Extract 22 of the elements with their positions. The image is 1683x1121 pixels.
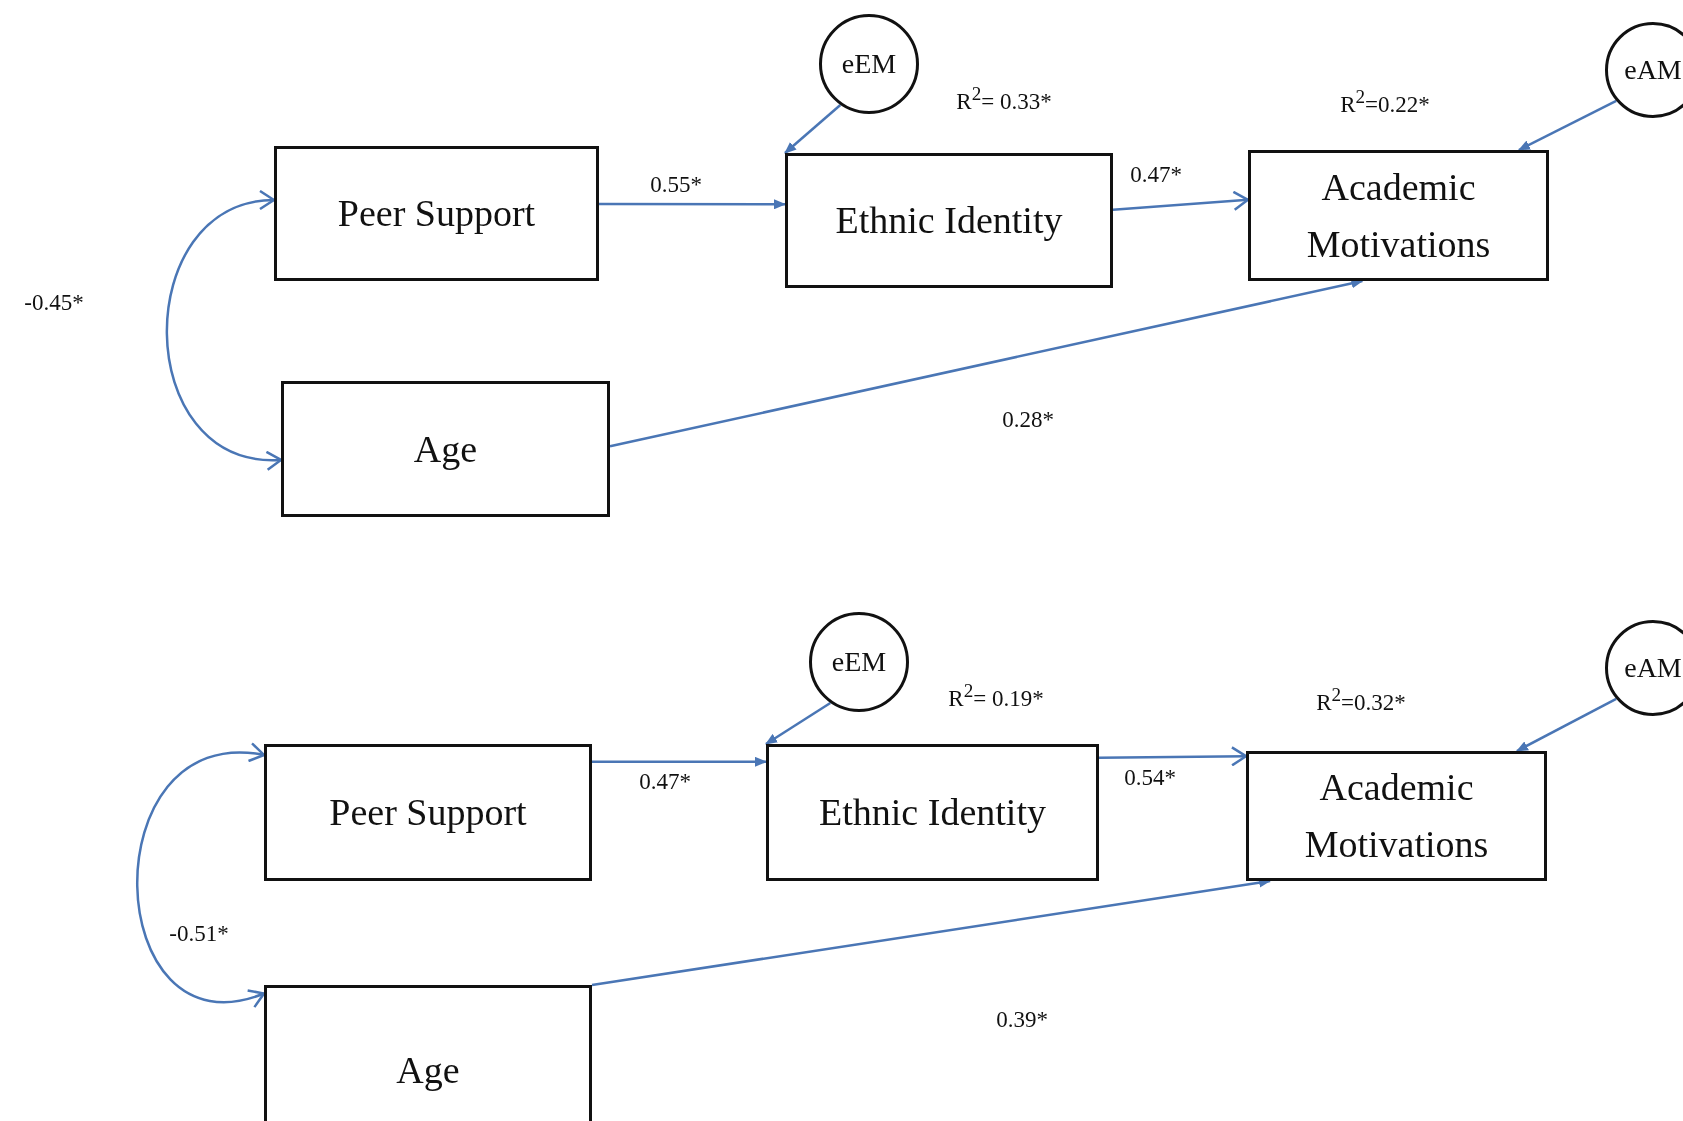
variable-box: Ethnic Identity: [766, 744, 1099, 881]
error-term-circle: eAM: [1605, 22, 1683, 118]
error-term-circle: eAM: [1605, 620, 1683, 716]
variable-box: Ethnic Identity: [785, 153, 1113, 288]
variable-box: Peer Support: [264, 744, 592, 881]
path-arrow: [599, 199, 786, 210]
path-arrow: [1099, 746, 1248, 767]
path-arrow: [765, 701, 831, 746]
path-arrow: [1112, 190, 1250, 212]
path-arrow: [1516, 697, 1617, 753]
path-arrow: [136, 744, 266, 1007]
variable-box: Academic Motivations: [1248, 150, 1549, 281]
path-arrow: [1518, 99, 1617, 152]
path-arrow: [592, 756, 767, 767]
variable-box: Age: [264, 985, 592, 1121]
variable-box: Peer Support: [274, 146, 599, 281]
variable-box: Academic Motivations: [1246, 751, 1547, 881]
path-arrow: [784, 104, 842, 154]
variable-box: Age: [281, 381, 610, 517]
path-arrow: [165, 192, 283, 469]
error-term-circle: eEM: [819, 14, 919, 114]
error-term-circle: eEM: [809, 612, 909, 712]
